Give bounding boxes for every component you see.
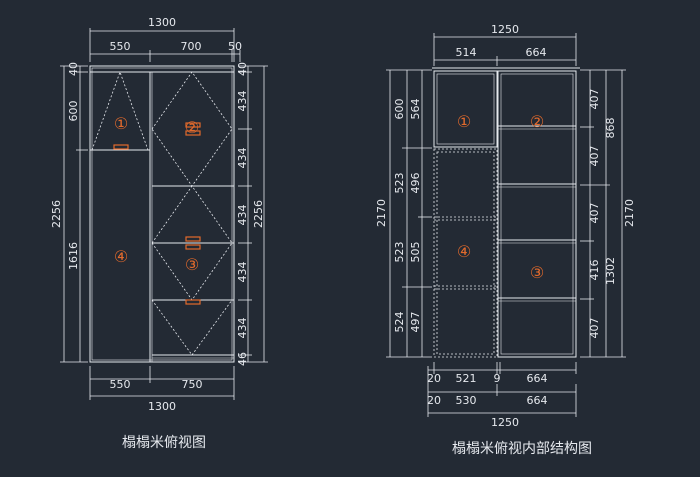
left-inner-frame — [91, 67, 233, 361]
left-panel5-dashed-triangle — [151, 299, 233, 356]
left-handle-2b — [185, 130, 201, 136]
right-left-inner-3: 505 — [409, 242, 422, 263]
right-right-part-4: 416 — [588, 260, 601, 281]
left-right-total: 2256 — [252, 200, 265, 228]
right-bottom-r2-1: 20 — [427, 394, 441, 407]
left-handle-2a — [185, 122, 201, 128]
right-bottom-r1-4: 664 — [527, 372, 548, 385]
left-handle-3a — [185, 236, 201, 242]
left-label-3: ③ — [185, 255, 199, 274]
right-bottom-r2-3: 664 — [527, 394, 548, 407]
right-bottom-total: 1250 — [491, 416, 519, 429]
right-left-total: 2170 — [375, 199, 388, 227]
left-panel2-dashed-diamond — [151, 71, 233, 187]
right-panel-4-dashed — [433, 148, 498, 358]
left-top-total: 1300 — [148, 16, 176, 29]
left-label-1: ① — [114, 114, 128, 133]
left-right-part-7: 46 — [236, 352, 249, 366]
left-left-part-3: 1616 — [67, 242, 80, 270]
right-column-frame — [497, 70, 577, 358]
right-left-group-1: 600 — [393, 99, 406, 120]
right-right-group-1: 868 — [604, 118, 617, 139]
left-right-part-2: 434 — [236, 91, 249, 112]
left-right-part-1: 40 — [236, 62, 249, 76]
left-left-part-1: 40 — [67, 62, 80, 76]
right-label-1: ① — [457, 112, 471, 131]
right-label-2: ② — [530, 112, 544, 131]
left-top-part-2: 700 — [181, 40, 202, 53]
left-left-part-2: 600 — [67, 101, 80, 122]
right-right-part-2: 407 — [588, 146, 601, 167]
left-left-total: 2256 — [50, 200, 63, 228]
right-right-part-3: 407 — [588, 203, 601, 224]
left-drawing-title: 榻榻米俯视图 — [122, 435, 206, 451]
right-bottom-r1-1: 20 — [427, 372, 441, 385]
right-right-group-2: 1302 — [604, 257, 617, 285]
left-right-part-4: 434 — [236, 205, 249, 226]
right-panel-1 — [433, 70, 498, 148]
right-left-inner-4: 497 — [409, 312, 422, 333]
left-handle-1 — [113, 144, 129, 150]
right-top-part-1: 514 — [456, 46, 477, 59]
right-right-total: 2170 — [623, 199, 636, 227]
right-top-part-2: 664 — [526, 46, 547, 59]
left-top-part-3: 50 — [228, 40, 242, 53]
left-right-part-3: 434 — [236, 148, 249, 169]
left-handle-3b — [185, 244, 201, 250]
left-label-2: ② — [185, 118, 199, 137]
right-label-3: ③ — [530, 263, 544, 282]
right-top-total: 1250 — [491, 23, 519, 36]
left-label-4: ④ — [114, 247, 128, 266]
left-top-part-1: 550 — [110, 40, 131, 53]
right-left-inner-2: 496 — [409, 173, 422, 194]
right-bottom-r1-3: 9 — [494, 372, 501, 385]
right-label-4: ④ — [457, 242, 471, 261]
right-bottom-r2-2: 530 — [456, 394, 477, 407]
left-panel3-dashed-top — [151, 185, 233, 244]
right-left-group-3: 523 — [393, 242, 406, 263]
left-right-part-5: 434 — [236, 262, 249, 283]
right-left-group-2: 523 — [393, 173, 406, 194]
left-bottom-part-2: 750 — [182, 378, 203, 391]
left-right-part-6: 434 — [236, 318, 249, 339]
left-panel1-dashed-triangle — [91, 70, 149, 151]
left-bottom-part-1: 550 — [110, 378, 131, 391]
left-outer-frame — [89, 65, 235, 363]
right-right-part-5: 407 — [588, 318, 601, 339]
left-bottom-total: 1300 — [148, 400, 176, 413]
right-right-part-1: 407 — [588, 89, 601, 110]
right-left-group-4: 524 — [393, 312, 406, 333]
left-handle-5 — [185, 299, 201, 305]
right-left-inner-1: 564 — [409, 99, 422, 120]
right-bottom-r1-2: 521 — [456, 372, 477, 385]
right-drawing-title: 榻榻米俯视内部结构图 — [452, 441, 592, 457]
